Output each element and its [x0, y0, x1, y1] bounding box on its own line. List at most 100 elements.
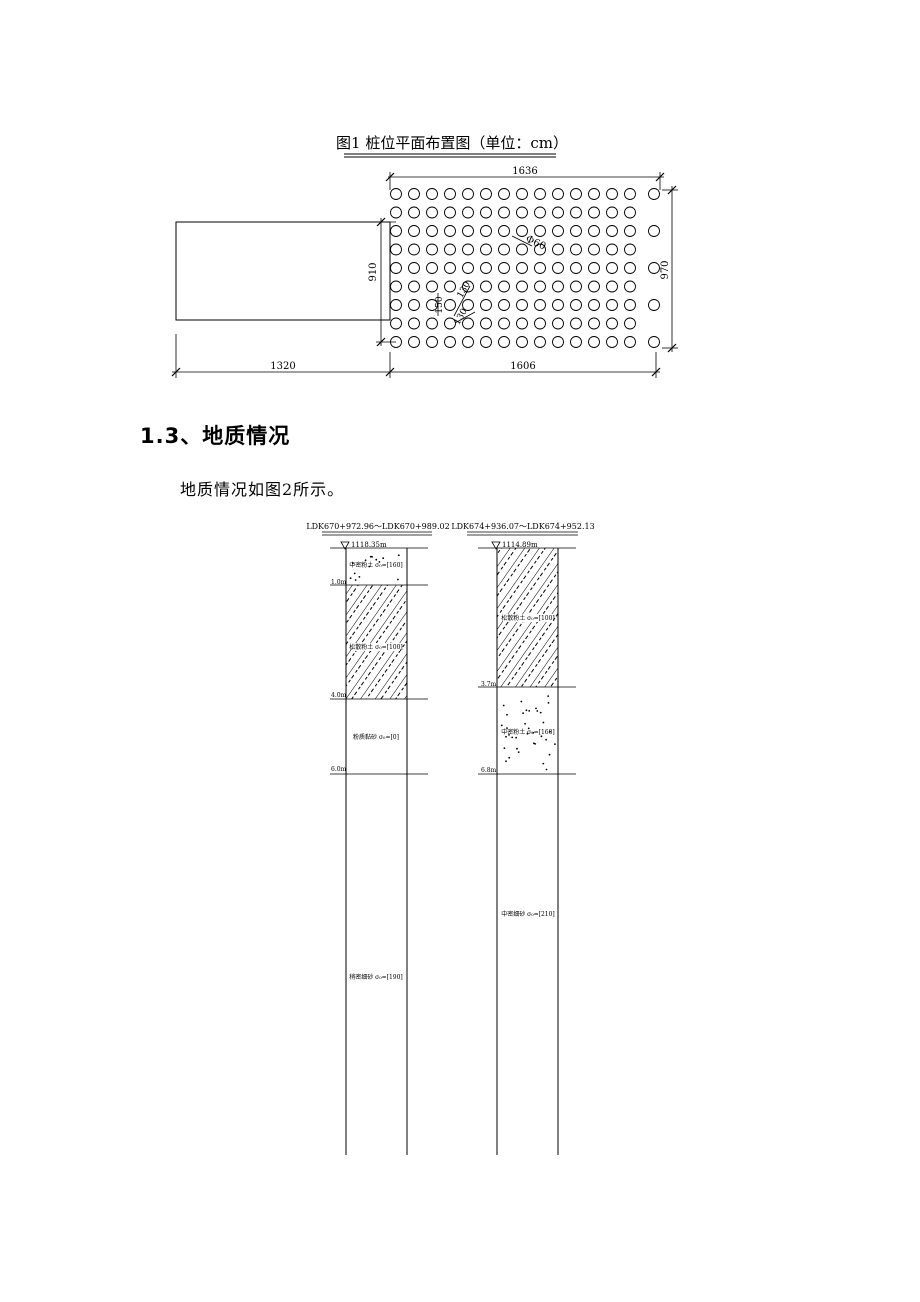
pile-circle [606, 188, 618, 200]
pile-circle [426, 317, 438, 330]
sand-dot [369, 555, 372, 558]
sand-dot [375, 558, 378, 561]
sand-dot [548, 753, 551, 756]
pile-circle [516, 262, 528, 274]
pile-circle [516, 317, 528, 330]
pile-circle [552, 188, 564, 200]
pile-circle [480, 225, 492, 237]
pile-circle [648, 262, 660, 274]
pile-circle [480, 280, 492, 293]
sand-dot [527, 727, 530, 730]
sand-dot [503, 747, 506, 749]
pile-circle [552, 317, 564, 330]
pile-circle [444, 299, 456, 311]
spacing-label-a: 150 [435, 296, 445, 313]
pile-circle [390, 225, 402, 237]
pile-circle [498, 225, 510, 237]
pile-circle [606, 336, 618, 348]
spacing-label-b: 130 [456, 280, 473, 300]
sand-dot [364, 559, 367, 562]
sand-dot [524, 722, 526, 725]
pile-circle [552, 299, 564, 311]
geology-figure: LDK670+972.96～LDK670+989.02 1118.35m 中密粉… [306, 522, 595, 1155]
borehole-column-2: LDK674+936.07～LDK674+952.13 1114.89m 松散粉… [451, 522, 595, 1155]
pile-circle [624, 299, 636, 311]
sand-dot [522, 712, 524, 714]
pile-circle [462, 243, 474, 256]
dim-left: 910 [368, 217, 396, 347]
pile-circle [444, 243, 456, 256]
pile-circle [588, 299, 600, 311]
pile-circle [588, 336, 600, 348]
pile-circle [426, 299, 438, 311]
pile-circle [516, 225, 528, 237]
pile-circle [444, 262, 456, 274]
pile-circle [570, 280, 582, 293]
sand-dot [505, 735, 507, 738]
sand-dot [528, 710, 531, 712]
pile-circle [588, 317, 600, 330]
pile-circle [480, 206, 492, 219]
sand-dot [525, 709, 528, 712]
pile-circle [408, 225, 420, 237]
pile-circle [534, 243, 546, 256]
pile-circle [570, 299, 582, 311]
pile-circle [552, 280, 564, 293]
pile-circle [552, 243, 564, 256]
borehole-column-1: LDK670+972.96～LDK670+989.02 1118.35m 中密粉… [306, 522, 450, 1155]
sand-dot [534, 743, 536, 745]
figure1-title: 图1 桩位平面布置图（单位：cm） [336, 134, 568, 152]
pile-circle [552, 336, 564, 348]
pile-circle [480, 317, 492, 330]
pile-circle [588, 225, 600, 237]
sand-dot [542, 762, 545, 765]
column1-station: LDK670+972.96～LDK670+989.02 [306, 522, 449, 531]
dim-bottom-left-label: 1320 [270, 361, 295, 372]
sand-dot [535, 707, 537, 710]
column1-hatch-layer [346, 585, 407, 699]
pile-circle [570, 317, 582, 330]
pile-circle [588, 206, 600, 219]
pile-circle [480, 262, 492, 274]
pile-circle [462, 225, 474, 237]
pile-circle [588, 188, 600, 200]
column2-layer2-label: 中密粉土 σ₀=[160] [501, 728, 555, 736]
sand-dot [397, 554, 400, 557]
pile-circle [444, 206, 456, 219]
sand-dot [549, 730, 551, 733]
pile-circle [444, 317, 456, 330]
pile-circle [408, 188, 420, 200]
pile-layout-figure: 图1 桩位平面布置图（单位：cm） 1636 Φ60 150 130 130 9… [171, 134, 678, 378]
pile-circle [390, 243, 402, 256]
pile-circle [648, 299, 660, 311]
section-heading: 1.3、地质情况 [140, 424, 291, 448]
pile-circle [606, 299, 618, 311]
sand-dot [536, 710, 539, 712]
pile-circle [390, 280, 402, 293]
dim-top-label: 1636 [512, 166, 537, 177]
pile-circle [534, 206, 546, 219]
sand-dot [532, 731, 535, 734]
pile-circle [408, 336, 420, 348]
pile-circle [624, 336, 636, 348]
pile-circle [552, 225, 564, 237]
pile-circle [534, 188, 546, 200]
pile-circle [390, 188, 402, 200]
sand-dot [500, 724, 503, 727]
pile-circle [480, 188, 492, 200]
pile-circle [624, 243, 636, 256]
pile-group [390, 188, 660, 348]
sand-dot [382, 557, 385, 560]
pile-circle [606, 206, 618, 219]
sand-dot [526, 732, 529, 735]
sand-dot [554, 743, 556, 745]
sand-dot [547, 702, 550, 704]
dim-bottom-right-label: 1606 [510, 361, 535, 372]
pile-circle [534, 225, 546, 237]
dot-pattern-1 [349, 554, 400, 581]
dot-pattern-2 [500, 695, 556, 771]
pile-circle [498, 280, 510, 293]
pile-circle [516, 280, 528, 293]
pile-circle [534, 317, 546, 330]
sand-dot [520, 700, 523, 703]
